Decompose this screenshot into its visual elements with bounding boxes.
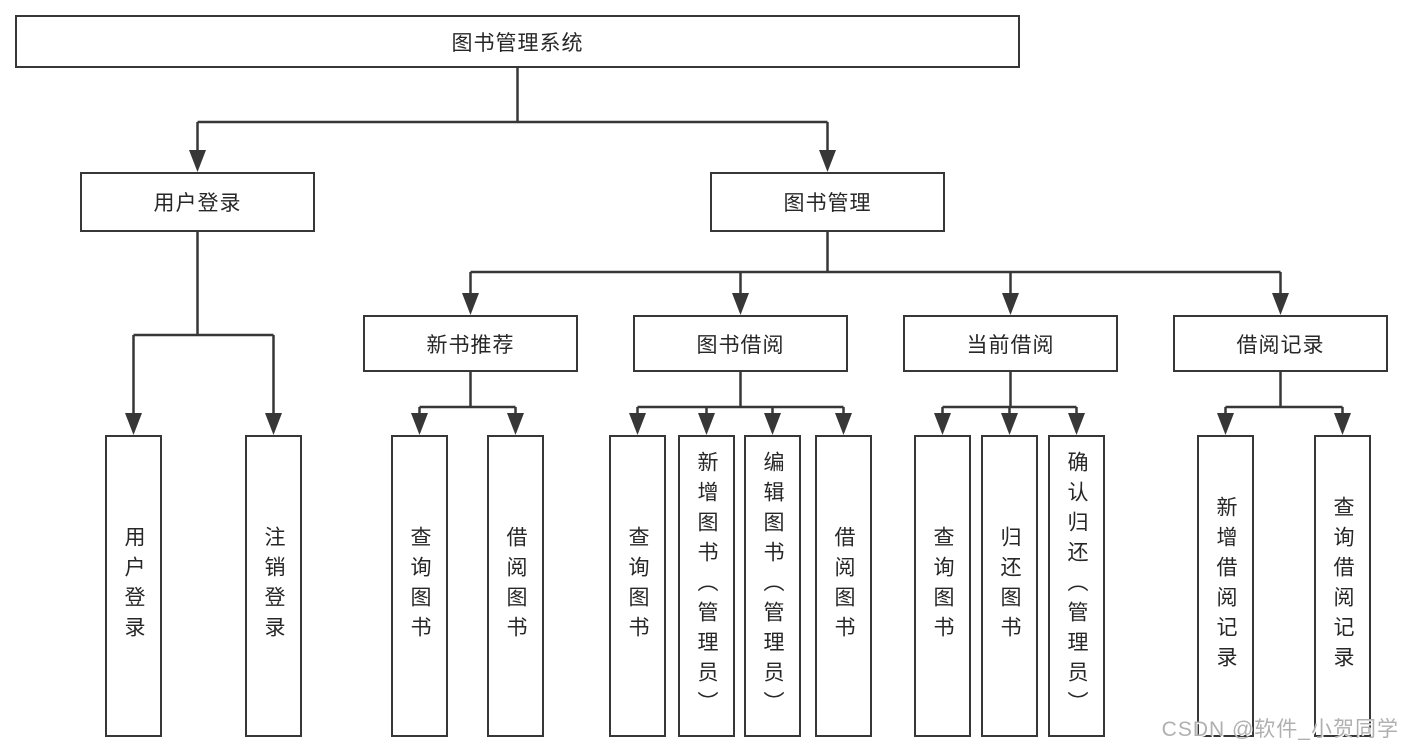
leaf-user-login-label: 用户登录: [122, 526, 145, 646]
node-borrow-records-label: 借阅记录: [1236, 333, 1325, 357]
leaf-rec-query-books-label: 查询图书: [408, 526, 431, 646]
leaf-bb-edit-books-admin: 编辑图书（管理员）: [744, 435, 801, 737]
node-book-management-branch-label: 图书管理: [783, 192, 872, 215]
node-new-book-recommend: 新书推荐: [363, 315, 578, 372]
node-user-login-branch: 用户登录: [80, 172, 315, 232]
leaf-bb-query-books-label: 查询图书: [626, 526, 649, 646]
leaf-cb-confirm-return-admin-label: 确认归还（管理员）: [1065, 451, 1088, 721]
edge-root-to-level2: [189, 68, 836, 172]
edge-current-borrow-to-leaves: [934, 372, 1085, 435]
leaf-cb-return-books-label: 归还图书: [998, 526, 1021, 646]
leaf-br-add-record-label: 新增借阅记录: [1214, 496, 1237, 676]
leaf-bb-edit-books-admin-label: 编辑图书（管理员）: [761, 451, 784, 721]
leaf-br-query-record: 查询借阅记录: [1314, 435, 1371, 737]
edge-borrow-records-to-leaves: [1217, 372, 1351, 435]
node-book-borrow-label: 图书借阅: [696, 333, 785, 357]
leaf-rec-borrow-books: 借阅图书: [487, 435, 544, 737]
node-book-borrow: 图书借阅: [633, 315, 848, 372]
leaf-logout-label: 注销登录: [262, 526, 285, 646]
node-borrow-records: 借阅记录: [1173, 315, 1388, 372]
leaf-logout: 注销登录: [245, 435, 302, 737]
leaf-bb-borrow-books-label: 借阅图书: [832, 526, 855, 646]
node-current-borrow: 当前借阅: [903, 315, 1118, 372]
leaf-cb-confirm-return-admin: 确认归还（管理员）: [1048, 435, 1105, 737]
node-current-borrow-label: 当前借阅: [966, 333, 1055, 357]
node-book-management-branch: 图书管理: [710, 172, 945, 232]
leaf-user-login: 用户登录: [105, 435, 162, 737]
leaf-bb-borrow-books: 借阅图书: [815, 435, 872, 737]
leaf-br-query-record-label: 查询借阅记录: [1331, 496, 1354, 676]
edge-book-mgmt-to-level3: [462, 232, 1289, 315]
leaf-cb-query-books-label: 查询图书: [931, 526, 954, 646]
leaf-cb-return-books: 归还图书: [981, 435, 1038, 737]
leaf-br-add-record: 新增借阅记录: [1197, 435, 1254, 737]
csdn-watermark: CSDN @软件_小贺同学: [1161, 718, 1399, 741]
edge-user-login-to-leaves: [125, 232, 282, 435]
node-root-label: 图书管理系统: [451, 31, 584, 55]
leaf-bb-query-books: 查询图书: [609, 435, 666, 737]
node-user-login-branch-label: 用户登录: [153, 192, 242, 215]
leaf-bb-add-books-admin: 新增图书（管理员）: [678, 435, 735, 737]
edge-new-book-recommend-to-leaves: [411, 372, 524, 435]
leaf-rec-query-books: 查询图书: [391, 435, 448, 737]
leaf-cb-query-books: 查询图书: [914, 435, 971, 737]
node-root-system: 图书管理系统: [15, 15, 1020, 68]
leaf-rec-borrow-books-label: 借阅图书: [504, 526, 527, 646]
leaf-bb-add-books-admin-label: 新增图书（管理员）: [695, 451, 718, 721]
edge-book-borrow-to-leaves: [629, 372, 852, 435]
node-new-book-recommend-label: 新书推荐: [426, 333, 515, 357]
